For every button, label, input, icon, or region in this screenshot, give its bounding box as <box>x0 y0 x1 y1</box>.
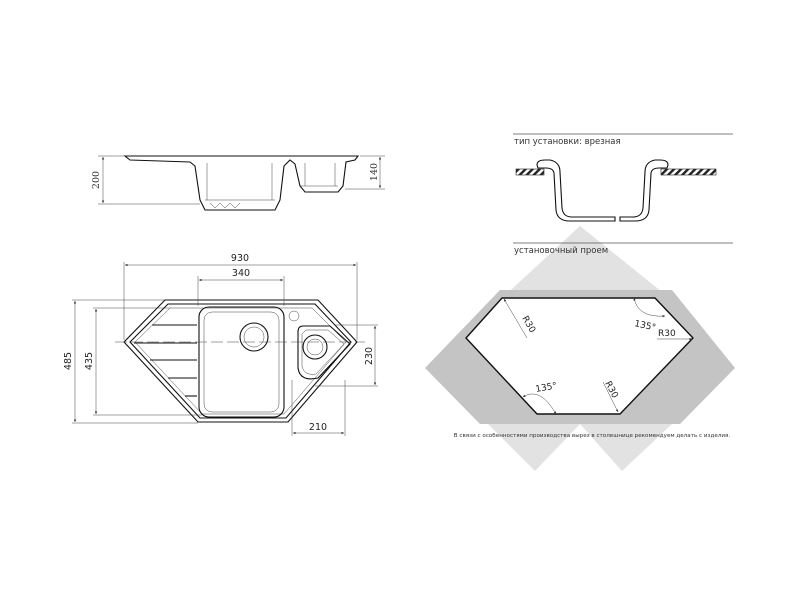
installation-panel: тип установки: врезная R30 135° R30 R30 … <box>425 133 735 471</box>
light-gray-zone <box>500 226 672 300</box>
countertop-right <box>660 168 717 176</box>
dim-label-435: 435 <box>84 352 95 370</box>
cross-section <box>515 159 717 222</box>
dim-label-485: 485 <box>63 352 74 370</box>
radius-label-right: R30 <box>658 329 676 339</box>
dim-label-930: 930 <box>231 253 249 264</box>
dim-label-210: 210 <box>309 422 327 433</box>
top-view: 930 340 485 435 230 210 <box>63 253 378 436</box>
installation-type-label: тип установки: врезная <box>514 137 621 147</box>
main-bowl <box>198 306 285 418</box>
side-view: 200 140 <box>91 155 385 211</box>
angle-label-top-right: 135° <box>633 319 656 333</box>
dim-label-230: 230 <box>364 347 375 365</box>
main-drain <box>239 322 269 352</box>
dim-label-340: 340 <box>232 268 250 279</box>
angle-label-bottom-left: 135° <box>535 381 558 395</box>
small-drain <box>302 334 328 360</box>
production-note: В связи с особенностями производства выр… <box>454 433 731 439</box>
side-profile <box>123 155 360 211</box>
countertop-left <box>515 168 545 176</box>
tap-hole <box>288 310 300 322</box>
dim-label-140: 140 <box>369 163 380 181</box>
dim-label-200: 200 <box>91 171 102 189</box>
small-bowl <box>297 325 351 380</box>
cutout-label: установочный проем <box>514 246 608 256</box>
cutout-outline <box>465 297 694 415</box>
drainboard-ribs <box>134 324 197 397</box>
